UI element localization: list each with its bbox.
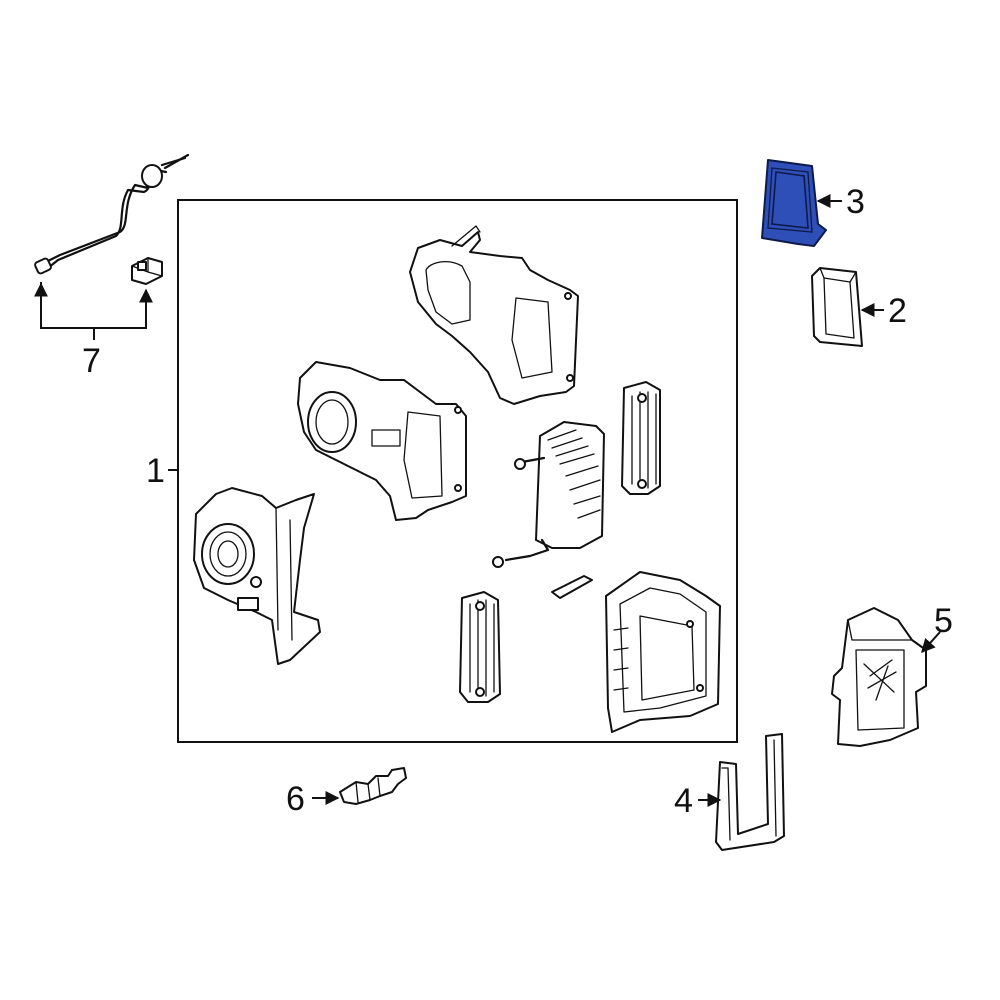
middle-case-half [297,361,467,521]
part-6-sensor[interactable] [339,767,407,805]
part-4-seal-strip[interactable] [715,733,785,851]
callout-1: 1 [146,452,165,490]
callout-2: 2 [888,292,907,330]
callout-6: 6 [286,780,305,818]
part-1-hvac-case-assembly[interactable] [193,225,721,733]
connector-body [131,257,163,285]
callout-4: 4 [674,782,693,820]
small-seal [551,575,593,599]
callout-5: 5 [934,602,953,640]
lower-case [605,571,721,733]
callout-7-bracket [34,282,153,340]
part-3-seal[interactable] [761,159,827,247]
upper-case-half [409,225,579,405]
part-5-cover[interactable] [831,607,927,747]
lower-filter [459,591,501,703]
evaporator-core [492,421,605,568]
callout-7: 7 [82,342,101,380]
upper-filter [621,381,661,495]
part-2-seal[interactable] [811,267,863,347]
blower-housing [193,487,321,665]
part-7-sensor-harness[interactable] [34,153,190,285]
callout-3: 3 [846,183,865,221]
